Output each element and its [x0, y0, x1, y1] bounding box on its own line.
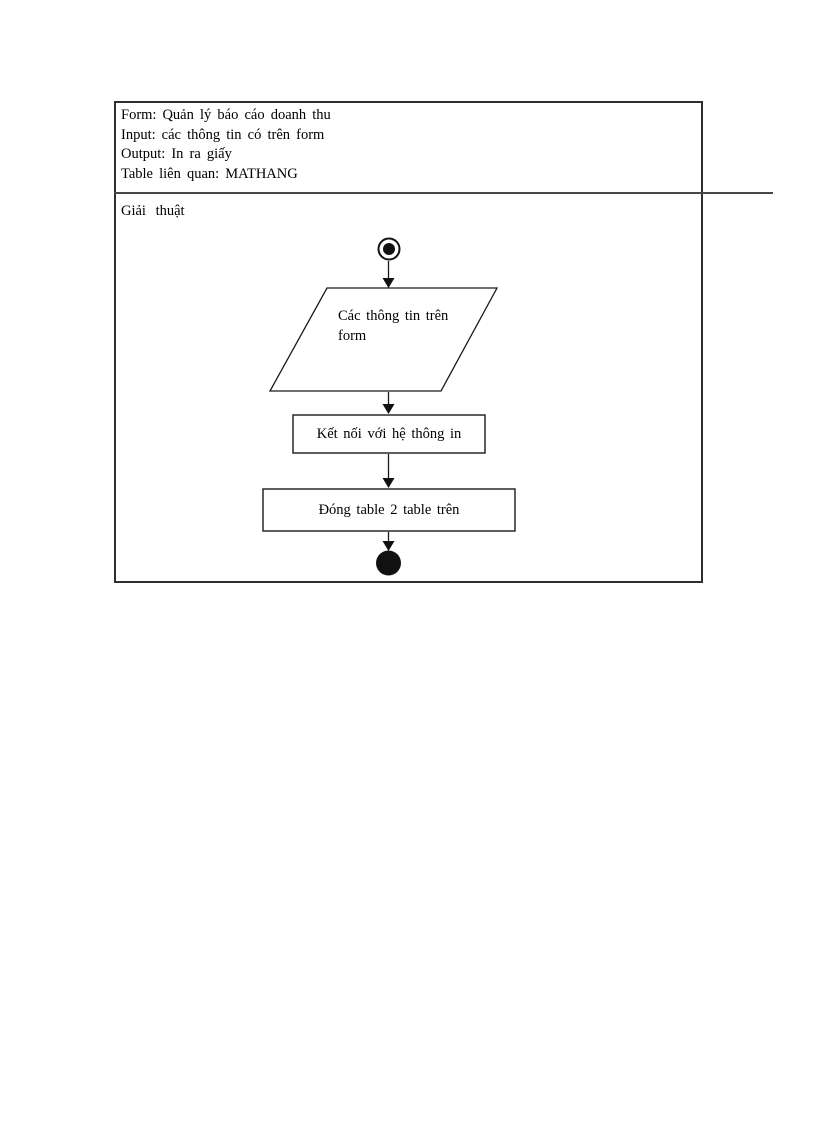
- spec-line-output: Output: In ra giấy: [121, 145, 331, 165]
- spec-label: Form:: [121, 107, 157, 123]
- spec-value: Quản lý báo cáo doanh thu: [162, 107, 331, 123]
- input-parallelogram-shape: [268, 287, 499, 392]
- section-divider-line: [114, 192, 773, 194]
- spec-value: các thông tin có trên form: [161, 126, 325, 143]
- process-1-label: Kết nối với hệ thông in: [316, 425, 462, 442]
- activity-start-node-icon: [377, 237, 401, 261]
- arrow-down-icon: [382, 478, 395, 488]
- spec-line-form: Form: Quản lý báo cáo doanh thu: [121, 106, 331, 126]
- activity-start-dot-icon: [383, 243, 395, 255]
- process-rectangle-shape: [292, 414, 486, 454]
- spec-line-input: Input: các thông tin có trên form: [121, 126, 331, 146]
- section-title: Giải thuật: [121, 203, 185, 219]
- spec-line-table: Table liên quan: MATHANG: [121, 165, 331, 185]
- form-spec-header: Form: Quản lý báo cáo doanh thu Input: các…: [121, 106, 331, 184]
- spec-label: Table liên quan:: [121, 165, 220, 182]
- spec-value: In ra giấy: [171, 146, 232, 163]
- process-rectangle-shape: [262, 488, 516, 532]
- flowchart-canvas: [262, 237, 516, 576]
- arrow-down-icon: [382, 541, 395, 551]
- input-shape-label: Các thông tin trên form: [338, 308, 449, 344]
- activity-final-node-icon: [376, 550, 401, 576]
- arrow-down-icon: [382, 278, 395, 288]
- spec-label: Input:: [121, 126, 156, 143]
- arrow-down-icon: [382, 404, 395, 414]
- spec-label: Output:: [121, 146, 166, 163]
- process-2-label: Đóng table 2 table trên: [318, 501, 460, 518]
- spec-value: MATHANG: [225, 165, 298, 182]
